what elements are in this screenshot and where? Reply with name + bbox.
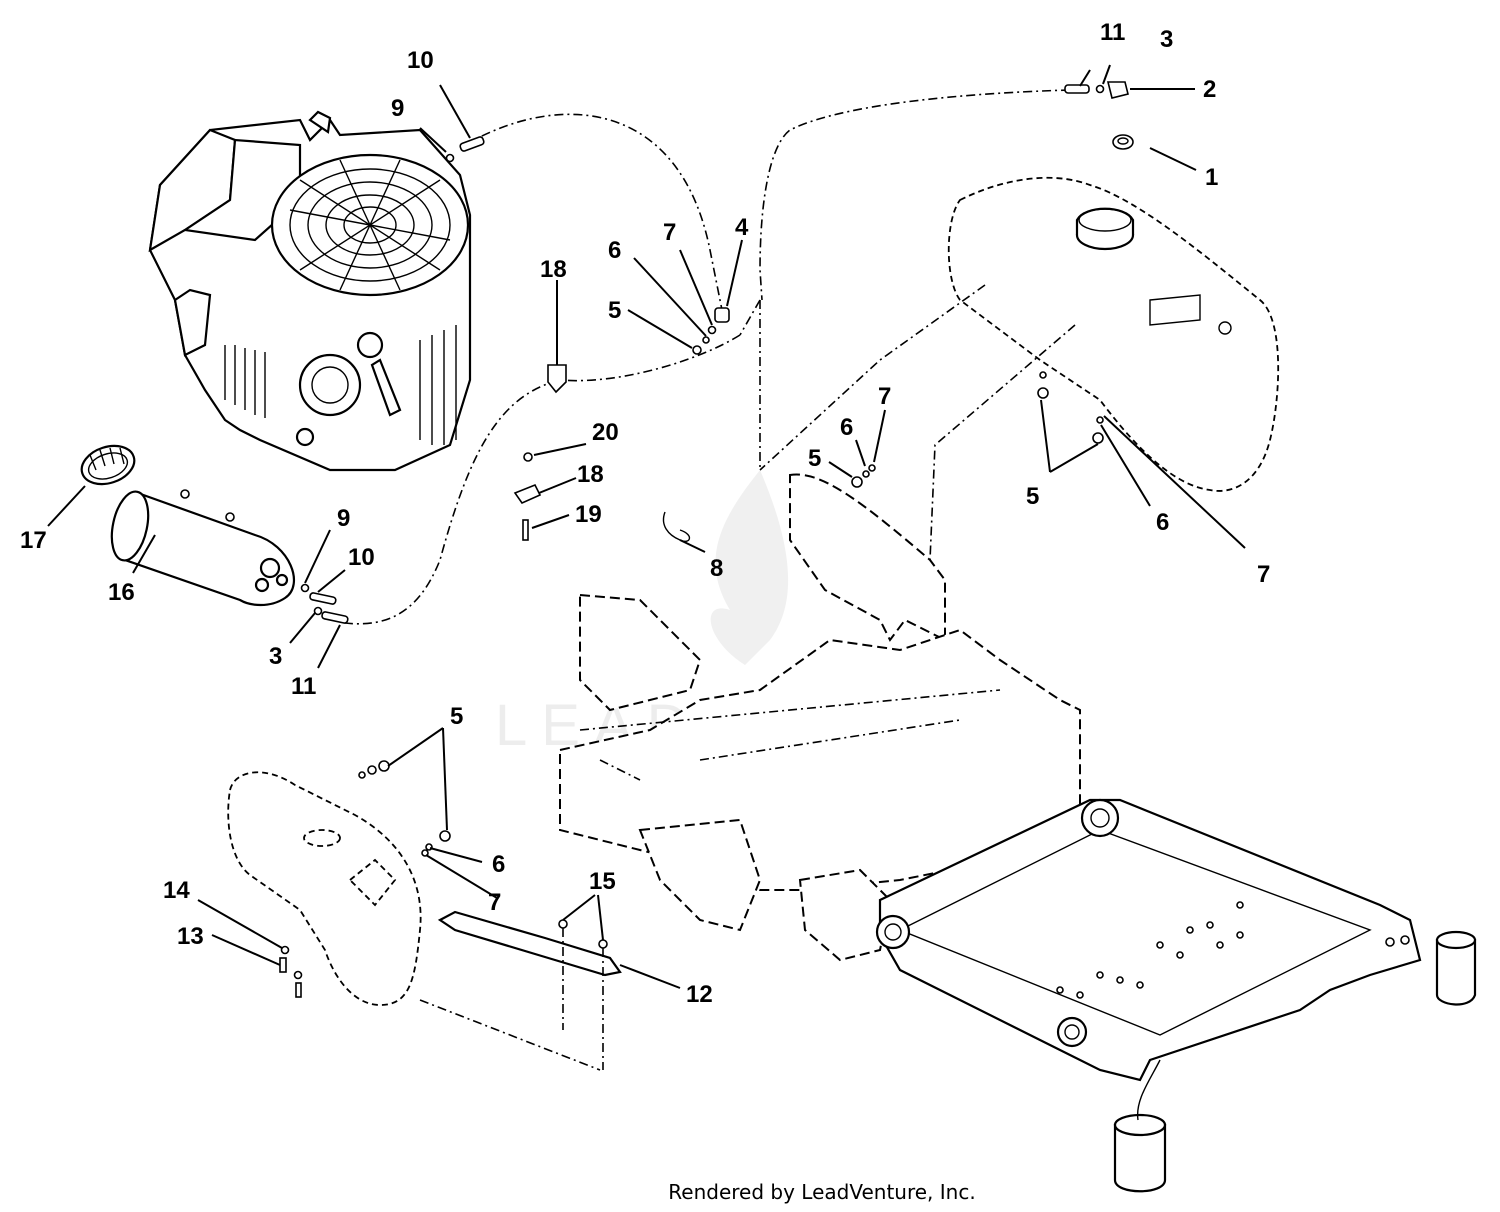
footer-text: Rendered by LeadVenture, Inc.	[668, 1180, 976, 1204]
callout-labels: 11 3 2 1 10 9 18 6 7 4 5 20 18 19 8 6 7 …	[20, 19, 1270, 1008]
callout-9-low: 9	[337, 505, 350, 532]
callout-5-b: 5	[808, 445, 821, 472]
fuel-canister	[110, 489, 295, 607]
callout-20: 20	[592, 419, 619, 446]
callout-11-low: 11	[291, 673, 316, 700]
callout-3-top: 3	[1160, 26, 1173, 53]
callout-6-c: 6	[1156, 509, 1169, 536]
callout-5-d: 5	[450, 703, 463, 730]
callout-1: 1	[1205, 164, 1218, 191]
callout-6-b: 6	[840, 414, 853, 441]
callout-18-mid: 18	[577, 461, 604, 488]
callout-7-c: 7	[1257, 561, 1270, 588]
callout-5-c: 5	[1026, 483, 1039, 510]
footer-credit: Rendered by LeadVenture, Inc.	[0, 1180, 1500, 1204]
callout-9-top: 9	[391, 95, 404, 122]
callout-6-d: 6	[492, 851, 505, 878]
callout-10-low: 10	[348, 544, 375, 571]
callout-12: 12	[686, 981, 713, 1008]
callout-2: 2	[1203, 76, 1216, 103]
fuel-tank-left	[227, 771, 422, 1006]
callout-8: 8	[710, 555, 723, 582]
leadventure-flame-logo	[710, 470, 789, 665]
callout-7-d: 7	[488, 889, 501, 916]
callout-18-top: 18	[540, 256, 567, 283]
callout-15: 15	[589, 868, 616, 895]
callout-11-top: 11	[1100, 19, 1125, 46]
callout-6-a: 6	[608, 237, 621, 264]
fuel-lines	[344, 89, 1071, 625]
callout-4: 4	[735, 214, 749, 241]
callout-16: 16	[108, 579, 135, 606]
hardware-fittings	[300, 81, 1134, 624]
hose-clamp	[80, 444, 136, 486]
callout-7-b: 7	[878, 383, 891, 410]
fuel-tank-right	[947, 176, 1280, 492]
callout-17: 17	[20, 527, 47, 554]
leader-lines	[47, 64, 1246, 989]
engine	[148, 110, 472, 472]
callout-5-a: 5	[608, 297, 621, 324]
callout-19: 19	[575, 501, 602, 528]
tank-bracket	[419, 910, 622, 1071]
callout-13: 13	[177, 923, 204, 950]
deck-frame-lower	[875, 798, 1477, 1193]
callout-3-low: 3	[269, 643, 282, 670]
alignment-lines	[759, 284, 1076, 561]
callout-10-top: 10	[407, 47, 434, 74]
callout-7-a: 7	[663, 219, 676, 246]
callout-14: 14	[163, 877, 190, 904]
chassis-frame	[559, 473, 1081, 962]
